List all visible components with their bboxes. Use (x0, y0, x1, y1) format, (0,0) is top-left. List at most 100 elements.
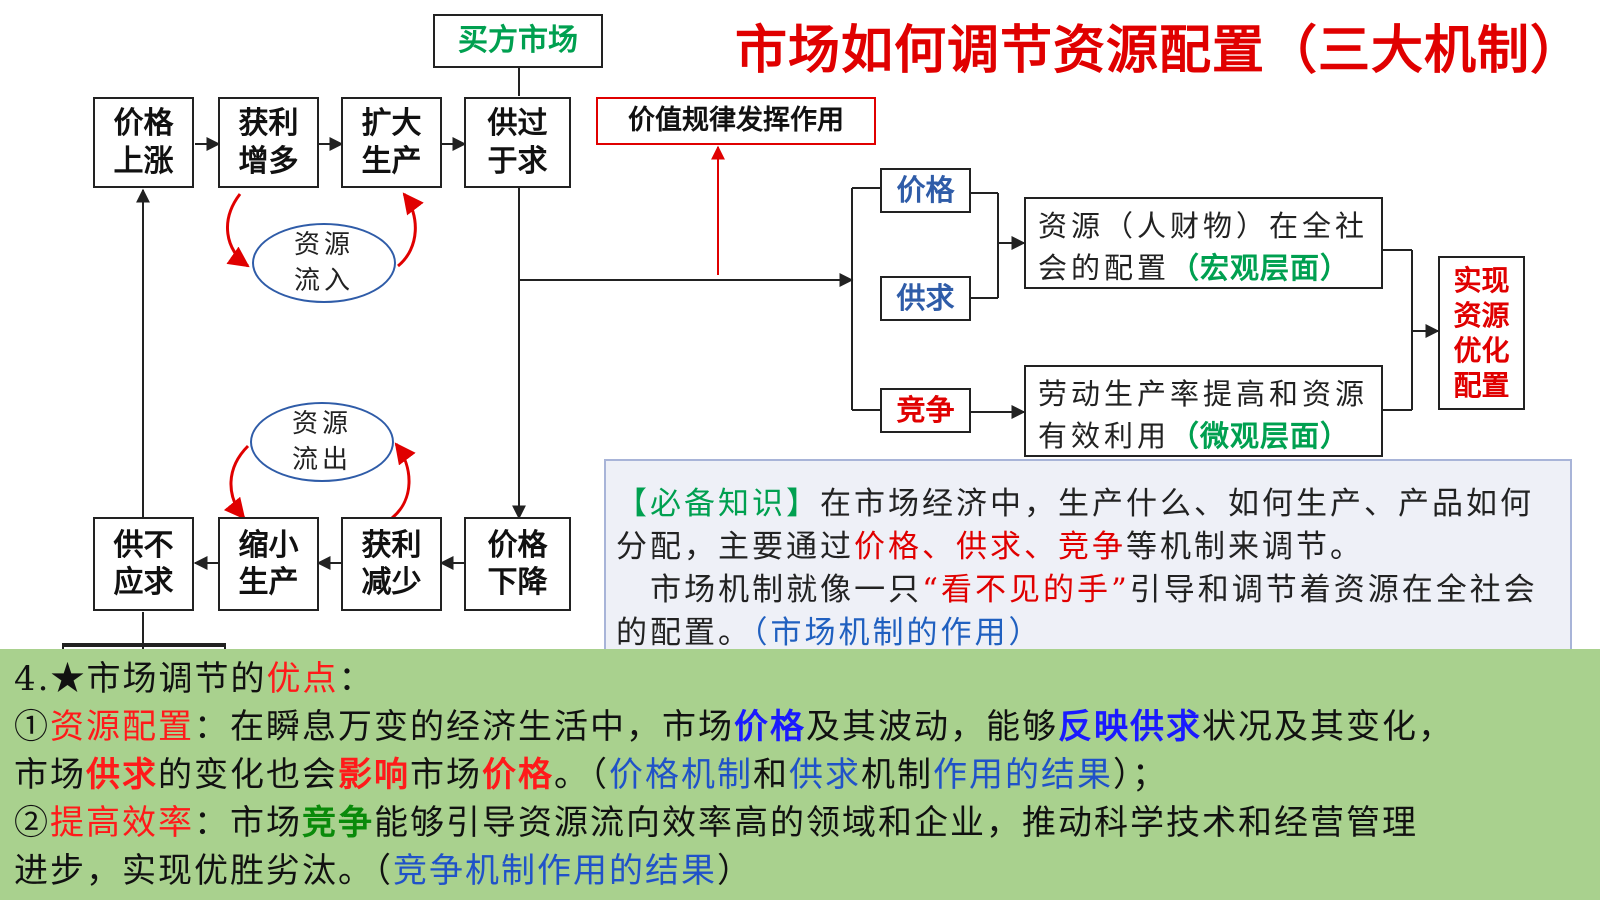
item-number: ① (14, 707, 50, 747)
item-emphasis: 供求 (86, 755, 158, 795)
box-line: 增多 (238, 143, 299, 179)
item-text: 的变化也会 (158, 755, 338, 795)
page-title: 市场如何调节资源配置（三大机制） (735, 21, 1584, 81)
box-line: 上涨 (113, 143, 174, 179)
item-emphasis: 影响 (338, 755, 410, 795)
item-text: ：在瞬息万变的经济生活中，市场 (194, 707, 734, 747)
box-line: 获利 (238, 106, 299, 141)
item-keyword: 提高效率 (50, 803, 194, 843)
item-text: ）； (1113, 755, 1168, 795)
advantage-item-1-line-2: 市场供求的变化也会影响市场价格。（价格机制和供求机制作用的结果）； (14, 751, 1600, 799)
mechanism-competition: 竞争 (880, 388, 971, 433)
macro-level-tag: （宏观层面） (1170, 251, 1351, 285)
box-line: 于求 (487, 143, 548, 179)
item-text: 及其波动，能够 (806, 707, 1058, 747)
item-text: 能够引导资源流向效率高的领域和企业，推动科学技术和经营管理 (374, 803, 1418, 843)
knowledge-callout: 【必备知识】在市场经济中，生产什么、如何生产、产品如何分配，主要通过价格、供求、… (604, 459, 1572, 659)
ellipse-line: 资源 (293, 230, 354, 260)
law-of-value-label: 价值规律发挥作用 (628, 105, 844, 137)
item-text: ：市场 (194, 803, 302, 843)
item-note: 作用的结果 (933, 755, 1113, 795)
box-demand-exceeds-supply: 供不应求 (93, 517, 194, 611)
box-profit-increase: 获利增多 (218, 97, 319, 188)
item-text: 状况及其变化， (1202, 707, 1454, 747)
box-line: 生产 (238, 565, 299, 600)
knowledge-text: 等机制来调节。 (1126, 529, 1364, 565)
box-supply-exceeds-demand: 供过于求 (464, 97, 571, 188)
result-line: 配置 (1453, 369, 1510, 402)
item-emphasis: 竞争 (302, 803, 374, 843)
resource-inflow-ellipse: 资源流入 (252, 223, 396, 303)
mechanism-price: 价格 (880, 168, 971, 213)
item-note: 供求 (789, 755, 861, 795)
law-of-value-box: 价值规律发挥作用 (596, 97, 876, 145)
ellipse-line: 资源 (291, 409, 352, 439)
box-expand-production: 扩大生产 (341, 97, 442, 188)
advantage-item-2-line-2: 进步，实现优胜劣汰。（竞争机制作用的结果） (14, 847, 1600, 895)
box-line: 获利 (361, 527, 422, 563)
item-text: 和 (753, 755, 789, 795)
item-emphasis: 价格 (482, 755, 554, 795)
macro-level-box: 资源（人财物）在全社 会的配置（宏观层面） (1024, 197, 1383, 289)
knowledge-text: 在市场经济中，生产什么、如何生产、产品如何分配，主要通过 (616, 486, 1534, 565)
heading-text: 4.★市场调节的 (14, 659, 267, 699)
micro-level-box: 劳动生产率提高和资源 有效利用（微观层面） (1024, 365, 1383, 457)
macro-line: 会的配置 (1038, 251, 1171, 285)
advantage-item-2-line-1: ②提高效率：市场竞争能够引导资源流向效率高的领域和企业，推动科学技术和经营管理 (14, 799, 1600, 847)
box-line: 价格 (487, 527, 548, 563)
item-emphasis: 反映供求 (1058, 707, 1202, 747)
box-line: 下降 (487, 565, 548, 600)
box-price-fall: 价格下降 (464, 517, 571, 611)
micro-line: 劳动生产率提高和资源 (1038, 377, 1369, 411)
item-text: 市场 (14, 755, 86, 795)
knowledge-tag: 【必备知识】 (616, 486, 820, 522)
box-line: 价格 (113, 106, 174, 141)
mechanism-label: 价格 (896, 173, 955, 208)
buyer-market-box: 买方市场 (433, 14, 603, 68)
box-profit-decrease: 获利减少 (341, 517, 442, 611)
heading-text: ： (338, 659, 375, 699)
knowledge-paragraph-1: 【必备知识】在市场经济中，生产什么、如何生产、产品如何分配，主要通过价格、供求、… (616, 483, 1560, 569)
micro-level-tag: （微观层面） (1170, 419, 1351, 453)
item-text: 市场 (410, 755, 482, 795)
box-line: 扩大 (361, 106, 422, 141)
item-text: 机制 (861, 755, 933, 795)
knowledge-text: 引导和调节着资源在全社会的配置。 (616, 572, 1538, 651)
result-line: 优化 (1453, 334, 1510, 367)
mechanism-label: 竞争 (896, 393, 955, 428)
knowledge-text: 市场机制就像一只 (650, 572, 923, 608)
mechanism-label: 供求 (896, 281, 955, 316)
item-keyword: 资源配置 (50, 707, 194, 747)
result-box: 实现 资源 优化 配置 (1438, 256, 1525, 410)
box-line: 应求 (113, 565, 174, 600)
box-line: 减少 (361, 565, 422, 600)
resource-outflow-ellipse: 资源流出 (250, 402, 394, 482)
macro-line: 资源（人财物）在全社 (1038, 209, 1369, 243)
box-line: 缩小 (238, 527, 299, 563)
item-number: ② (14, 803, 50, 843)
box-line: 供过 (487, 106, 548, 141)
buyer-market-label: 买方市场 (458, 23, 578, 59)
box-line: 供不 (113, 527, 174, 563)
item-text: ） (717, 851, 753, 891)
knowledge-highlight: 价格、供求、竞争 (854, 529, 1126, 565)
advantages-heading: 4.★市场调节的优点： (14, 655, 1600, 703)
item-emphasis: 价格 (734, 707, 806, 747)
knowledge-note: （市场机制的作用） (752, 615, 1043, 651)
box-line: 生产 (361, 143, 422, 179)
box-reduce-production: 缩小生产 (218, 517, 319, 611)
item-text: 。（ (554, 755, 609, 795)
item-text: 进步，实现优胜劣汰。（ (14, 851, 393, 891)
advantage-item-1-line-1: ①资源配置：在瞬息万变的经济生活中，市场价格及其波动，能够反映供求状况及其变化， (14, 703, 1600, 751)
result-line: 实现 (1453, 264, 1510, 297)
partial-box (62, 643, 226, 653)
mechanism-supply-demand: 供求 (880, 276, 971, 321)
box-price-rise: 价格上涨 (93, 97, 194, 188)
heading-highlight: 优点 (266, 659, 339, 699)
micro-line: 有效利用 (1038, 419, 1171, 453)
ellipse-line: 流入 (293, 266, 354, 296)
knowledge-paragraph-2: 市场机制就像一只“看不见的手”引导和调节着资源在全社会的配置。（市场机制的作用） (616, 569, 1560, 655)
item-note: 价格机制 (609, 755, 753, 795)
advantages-panel: 4.★市场调节的优点： ①资源配置：在瞬息万变的经济生活中，市场价格及其波动，能… (0, 649, 1600, 900)
